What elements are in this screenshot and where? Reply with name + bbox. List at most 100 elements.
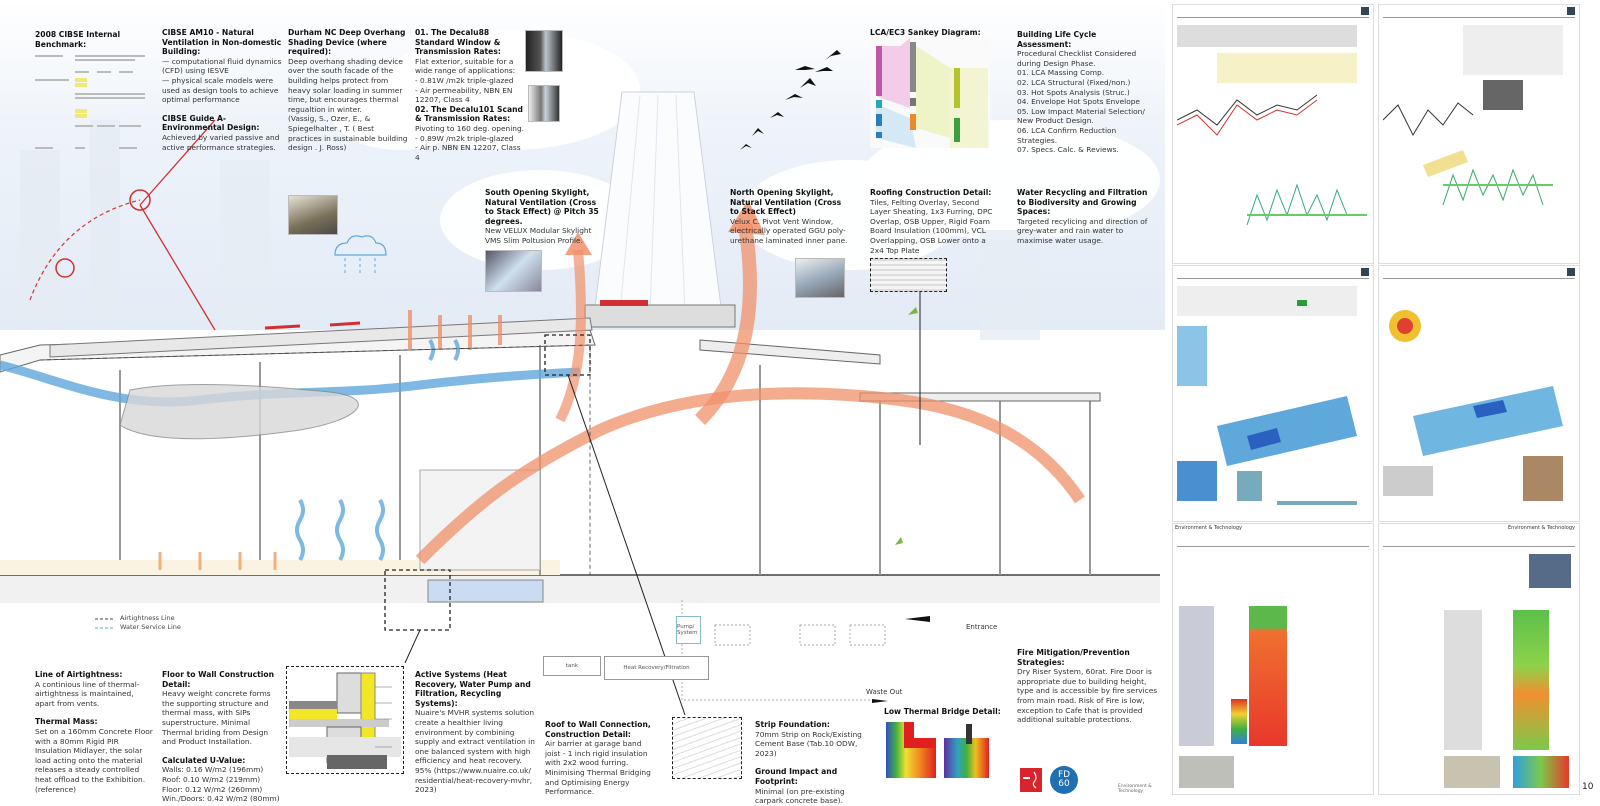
heat-recovery-box: Heat Recovery/Filtration [604,656,709,680]
dry-riser-sign-icon [1020,768,1042,792]
rain-cloud-icon [334,235,387,256]
fire-body: Dry Riser System, 60rat. Fire Door is ap… [1017,667,1158,725]
suspended-sculpture [119,383,359,440]
ground-impact-title: Ground Impact and Footprint: [755,767,838,786]
entrance-arrow-icon [905,616,930,622]
lca-block: Building Life Cycle Assessment: Procedur… [1017,30,1152,155]
sankey-diagram [870,37,990,148]
guide-a-title: CIBSE Guide A- Environmental Design: [162,113,260,133]
durham-block: Durham NC Deep Overhang Shading Device (… [288,28,410,153]
floor-wall-body: Heavy weight concrete forms the supporti… [162,689,271,747]
thermal-bridge-title: Low Thermal Bridge Detail: [884,707,1001,716]
pump-system-box: Pump/ System [676,616,701,644]
floor-plan-image [1179,606,1214,746]
north-skylight-photo [795,258,845,298]
roofing-body: Tiles, Felting Overlay, Second Layer She… [870,197,993,255]
entrance-label: Entrance [966,623,998,631]
benchmark-block: 2008 CIBSE Internal Benchmark: [35,30,155,162]
fd60-badge: FD 60 [1050,766,1078,794]
active-systems-title: Active Systems (Heat Recovery, Water Pum… [415,670,531,708]
floor-wall-block: Floor to Wall Construction Detail: Heavy… [162,670,280,804]
waste-out-label: Waste Out [866,688,903,696]
cloud [740,160,960,270]
durham-body: Deep overhang shading device over the so… [288,56,408,153]
roofing-title: Roofing Construction Detail: [870,188,992,197]
thermal-bridge-images [886,722,989,778]
interior-render [1444,756,1500,788]
birds-icon [740,50,841,150]
water-body: Targeted recylicing and direction of gre… [1017,216,1148,245]
active-systems-block: Active Systems (Heat Recovery, Water Pum… [415,670,540,795]
sheet-thumbnail-5[interactable]: Environment & Technology [1172,523,1374,795]
thermal-bridge-block: Low Thermal Bridge Detail: [884,707,1004,717]
window-1-photo [525,30,563,72]
water-title: Water Recycling and Filtration to Biodiv… [1017,188,1148,217]
lca-body: Procedural Checklist Considered during D… [1017,49,1145,155]
active-systems-body: Nuaire's MVHR systems solution create a … [415,708,535,795]
legend-water-service-line: Water Service Line [120,623,181,631]
ventilation-chimney [593,91,723,316]
u-value-windows-doors: Win./Doors: 0.42 W/m2 (80mm) [162,794,280,804]
u-value-title: Calculated U-Value: [162,755,246,765]
heat-map-image [1249,606,1287,746]
lca-title: Building Life Cycle Assessment: [1017,30,1097,49]
airtightness-title: Line of Airtightness: [35,670,123,679]
water-block: Water Recycling and Filtration to Biodiv… [1017,188,1157,246]
window-2-photo [528,85,560,122]
sheet-thumbnail-1[interactable] [1172,4,1374,264]
durham-title: Durham NC Deep Overhang Shading Device (… [288,28,406,57]
north-skylight-block: North Opening Skylight, Natural Ventilat… [730,188,852,246]
sheet-title: Environment & Technology [1175,525,1243,531]
sankey-block: LCA/EC3 Sankey Diagram: [870,28,1000,150]
floor-wall-detail-drawing [286,666,404,774]
window-1-body: Flat exterior, suitable for a wide range… [415,56,516,105]
roof-wall-title: Roof to Wall Connection, Construction De… [545,720,651,739]
thermal-mass-body: Set on a 160mm Concrete Floor with a 80m… [35,726,153,794]
sheet-thumbnail-6[interactable]: Environment & Technology [1378,523,1580,795]
ground-impact-body: Minimal (on pre-existing carpark concret… [755,786,845,806]
roof-wall-detail-drawing [672,717,742,779]
strip-foundation-body: 70mm Strip on Rock/Existing Cement Base … [755,729,862,758]
roofing-block: Roofing Construction Detail: Tiles, Felt… [870,188,995,255]
guide-a-body: Achieved by varied passive and active pe… [162,132,280,152]
roofing-detail-drawing [870,258,947,292]
sheet-thumbnail-4[interactable] [1378,265,1580,522]
tank-box: tank [543,656,601,676]
south-skylight-photo [485,250,542,292]
airtightness-block: Line of Airtightness: A continious line … [35,670,155,794]
sheet-thumbnail-2[interactable] [1378,4,1580,264]
water-tank-pool [427,579,544,603]
poster-footer: Environment & Technology [1118,784,1152,794]
roof-wall-body: Air barrier at garage band joist - 1 inc… [545,739,651,797]
benchmark-table [35,55,145,150]
facade-photo [1529,554,1571,588]
interior-render [1179,756,1234,788]
legend-airtightness-line: Airtightness Line [120,614,175,622]
fire-title: Fire Mitigation/Prevention Strategies: [1017,648,1130,667]
north-skylight-body: Velux C. Pivot Vent Window, electrically… [730,216,848,245]
north-skylight-title: North Opening Skylight, Natural Ventilat… [730,188,842,217]
heat-map-image [1513,610,1549,750]
windows-block: 01. The Decalu88 Standard Window & Trans… [415,28,527,162]
label-tag [600,300,648,306]
shading-device-photo [288,195,338,235]
south-skylight-body: New VELUX Modular Skylight VMS Slim Polt… [485,226,592,245]
u-value-roof: Roof: 0.10 W/m2 (219mm) [162,774,261,784]
sankey-title: LCA/EC3 Sankey Diagram: [870,28,981,37]
window-2-title: 02. The Decalu101 Scand & Transmission R… [415,104,523,124]
south-skylight-block: South Opening Skylight, Natural Ventilat… [485,188,605,246]
strip-foundation-title: Strip Foundation: [755,720,830,729]
benchmark-title: 2008 CIBSE Internal Benchmark: [35,30,121,49]
sheet-title: Environment & Technology [1507,525,1575,531]
environment-technology-poster: Airtightness Line Water Service Line tan… [0,0,1165,805]
window-2-body: Pivoting to 160 deg. opening. - 0.89W /m… [415,123,524,162]
color-scale [1231,699,1247,744]
airtightness-body: A continious line of thermal-airtightnes… [35,679,140,708]
thermal-mass-title: Thermal Mass: [35,717,98,727]
south-skylight-title: South Opening Skylight, Natural Ventilat… [485,188,599,226]
strip-foundation-block: Strip Foundation: 70mm Strip on Rock/Exi… [755,720,873,806]
roof-wall-block: Roof to Wall Connection, Construction De… [545,720,655,797]
window-1-title: 01. The Decalu88 Standard Window & Trans… [415,28,501,57]
am10-block: CIBSE AM10 - Natural Ventilation in Non-… [162,28,282,152]
sheet-thumbnail-3[interactable] [1172,265,1374,522]
